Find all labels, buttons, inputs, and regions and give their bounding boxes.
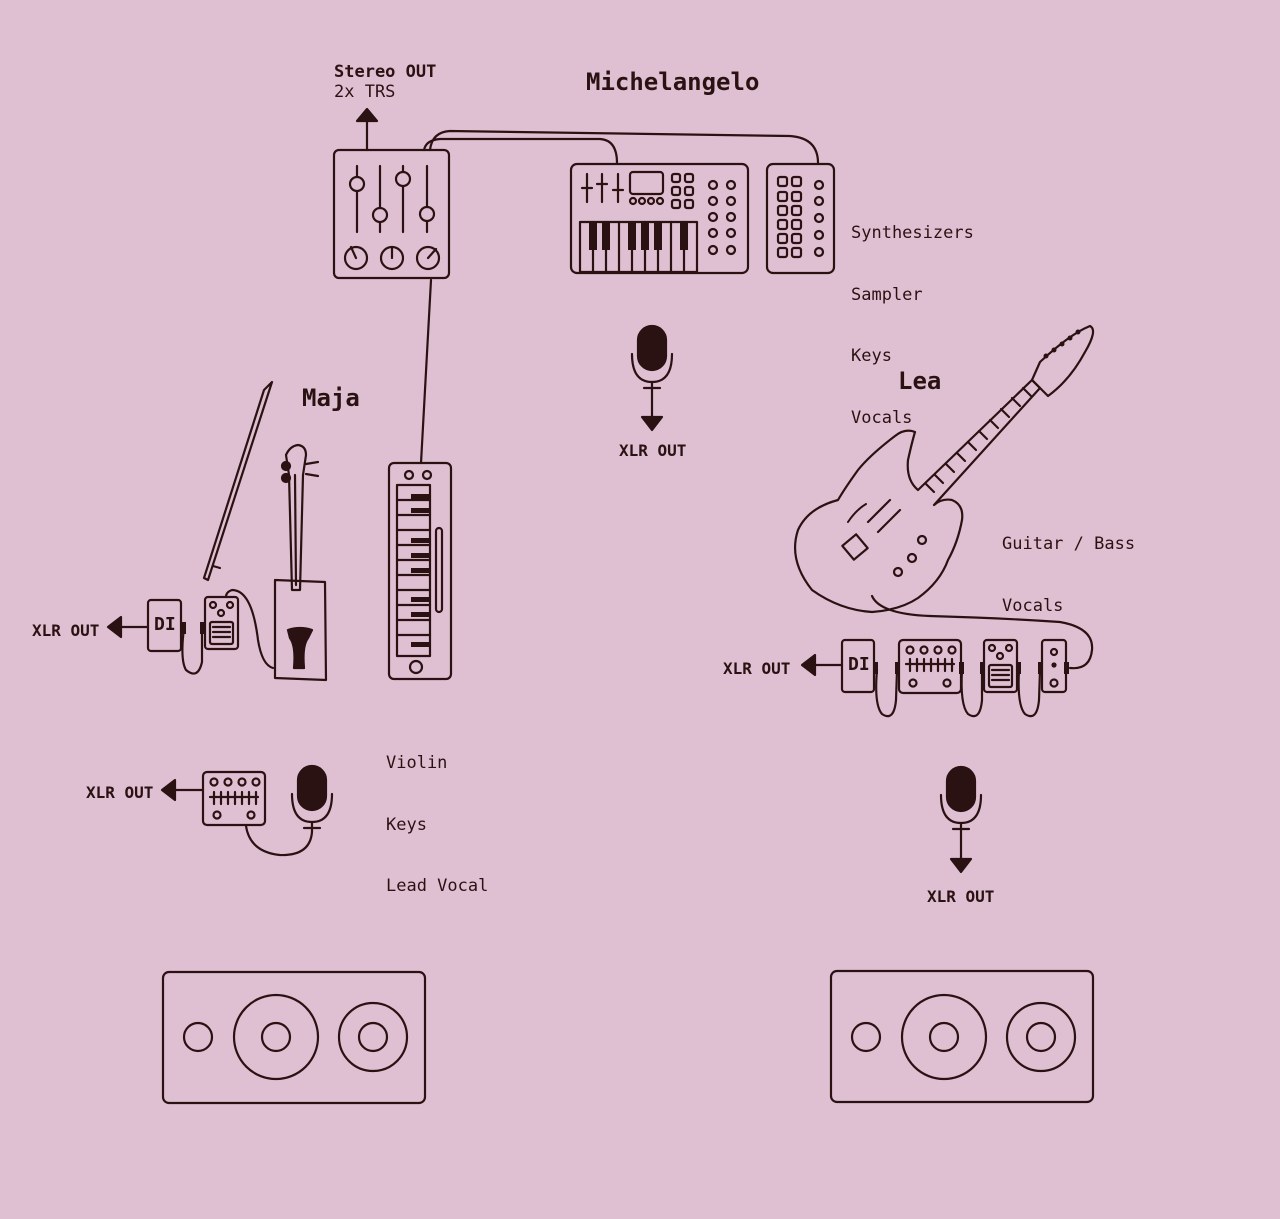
keyboard-black-keys — [411, 494, 430, 647]
xlr-out-label-michelangelo: XLR OUT — [619, 441, 687, 460]
cable-guitar-pedalboard — [870, 594, 1094, 670]
electric-guitar-icon — [794, 324, 1095, 614]
effects-pedal-lea-icon — [982, 638, 1019, 694]
cable-pedal-tuner-lea — [1017, 668, 1042, 718]
role-list-michelangelo: Synthesizers Sampler Keys Vocals — [851, 182, 974, 449]
role-item: Vocals — [851, 407, 913, 428]
monitor-speaker-left-icon — [161, 970, 427, 1105]
xlr-out-arrow-lea-di-icon — [800, 653, 844, 677]
role-list-lea: Guitar / Bass Vocals — [1002, 493, 1135, 637]
cable-di-pedal-maja — [181, 626, 204, 675]
xlr-out-label-lea-vocal: XLR OUT — [927, 887, 995, 906]
synthesizer-icon — [569, 162, 750, 275]
xlr-out-label-maja-di: XLR OUT — [32, 621, 100, 640]
performer-name-lea: Lea — [898, 367, 942, 395]
synth-black-keys — [589, 222, 688, 250]
vocal-mic-maja-icon — [290, 764, 334, 834]
xlr-out-label-maja-vocal: XLR OUT — [86, 783, 154, 802]
cable-multi-pedal-lea — [960, 668, 984, 718]
violin-icon — [273, 443, 328, 682]
effects-pedal-maja-icon — [203, 595, 240, 651]
role-item: Violin — [386, 753, 448, 773]
multi-effects-pedal-lea-icon — [897, 638, 963, 695]
pedalboard-jacks-lea — [873, 662, 1069, 674]
tuner-pedal-lea-icon — [1040, 638, 1068, 694]
violin-bow-icon — [202, 380, 274, 582]
jack-pedal-maja — [200, 622, 205, 634]
role-item: Sampler — [851, 284, 923, 305]
performer-name-maja: Maja — [302, 384, 360, 412]
performer-name-michelangelo: Michelangelo — [586, 68, 760, 96]
stereo-out-subtitle: 2x TRS — [334, 82, 396, 102]
cable-di-multi-lea — [875, 668, 899, 718]
role-item: Lead Vocal — [386, 876, 489, 896]
xlr-out-arrow-maja-vocal-icon — [160, 778, 205, 802]
jack-di-maja — [181, 622, 186, 634]
xlr-out-arrow-maja-di-icon — [106, 615, 150, 639]
di-label-maja: DI — [154, 614, 176, 635]
role-item: Guitar / Bass — [1002, 534, 1136, 554]
xlr-out-label-lea-di: XLR OUT — [723, 659, 791, 678]
cable-mixer-synth — [422, 137, 619, 165]
role-list-maja: Violin Keys Lead Vocal — [386, 712, 488, 917]
cable-mixer-keytar — [419, 278, 433, 465]
role-item: Vocals — [1002, 595, 1064, 616]
cable-mixer-sampler — [428, 129, 820, 165]
vocal-mic-michelangelo-icon — [630, 324, 674, 432]
sampler-icon — [765, 162, 836, 275]
stereo-out-arrow-icon — [355, 107, 379, 152]
di-label-lea: DI — [848, 654, 870, 675]
role-item: Keys — [386, 814, 427, 835]
role-item: Synthesizers — [851, 223, 974, 243]
role-item: Keys — [851, 346, 892, 366]
vocal-effects-pedal-icon — [201, 770, 267, 827]
mixer-icon — [332, 148, 451, 280]
monitor-speaker-right-icon — [829, 969, 1095, 1104]
cable-mic-pedal-maja — [244, 824, 314, 857]
stereo-out-title: Stereo OUT — [334, 62, 437, 82]
vocal-mic-lea-icon — [939, 765, 983, 874]
cable-violin-pedal — [224, 588, 275, 670]
